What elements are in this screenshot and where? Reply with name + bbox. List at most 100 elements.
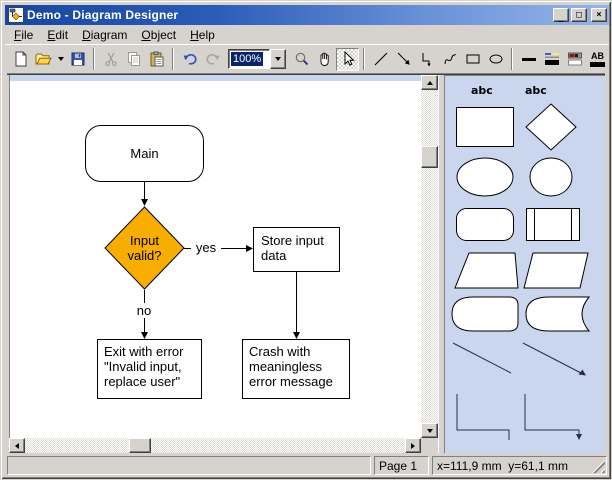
vertical-scroll-thumb[interactable] xyxy=(421,146,438,168)
ellipse-tool-button[interactable] xyxy=(484,48,507,71)
open-dropdown-button[interactable] xyxy=(55,48,66,71)
new-button[interactable] xyxy=(9,48,32,71)
font-button[interactable]: AB xyxy=(586,48,609,71)
zoom-input[interactable]: 100% xyxy=(228,49,270,69)
new-icon xyxy=(15,51,26,67)
toolbar-separator xyxy=(172,48,174,70)
flowchart-node-store[interactable]: Store input data xyxy=(253,227,340,272)
scrollbar-corner xyxy=(421,438,438,453)
open-folder-icon xyxy=(35,53,52,65)
save-icon xyxy=(71,52,84,66)
scroll-down-button[interactable] xyxy=(421,423,438,438)
zoom-dropdown-button[interactable] xyxy=(270,49,286,69)
resize-grip[interactable] xyxy=(592,460,605,473)
line-tool-button[interactable] xyxy=(369,48,392,71)
status-panel-coords: x=111,9 mm y=61,1 mm xyxy=(432,456,607,475)
node-label: Crash with meaningless error message xyxy=(249,344,333,389)
paste-button[interactable] xyxy=(145,48,168,71)
scroll-right-button[interactable] xyxy=(405,438,421,453)
drawing-canvas[interactable]: Main Input valid? yes no Store input dat… xyxy=(9,75,421,438)
pan-tool-button[interactable] xyxy=(313,48,336,71)
redo-button[interactable] xyxy=(201,48,224,71)
curve-tool-button[interactable] xyxy=(438,48,461,71)
palette-shape-diamond[interactable] xyxy=(525,103,577,151)
flowchart-node-decision[interactable]: Input valid? xyxy=(104,206,185,290)
font-icon: AB xyxy=(590,51,605,67)
palette-shape-parallelogram-right[interactable] xyxy=(523,252,589,289)
arrow-left-icon xyxy=(15,442,19,449)
vertical-scrollbar[interactable] xyxy=(421,75,438,438)
undo-button[interactable] xyxy=(178,48,201,71)
magnifier-icon xyxy=(295,52,308,66)
save-button[interactable] xyxy=(66,48,89,71)
menu-object[interactable]: Object xyxy=(141,27,177,42)
horizontal-scroll-thumb[interactable] xyxy=(129,438,151,453)
line-style-icon xyxy=(544,53,559,65)
palette-shape-rectangle[interactable] xyxy=(456,107,514,147)
palette-shape-terminator[interactable] xyxy=(451,296,519,332)
zoom-tool-button[interactable] xyxy=(290,48,313,71)
close-button[interactable]: × xyxy=(591,8,607,22)
open-button[interactable] xyxy=(32,48,55,71)
select-tool-button[interactable] xyxy=(336,47,359,71)
ellipse-icon xyxy=(489,54,502,64)
color-button[interactable] xyxy=(563,48,586,71)
arrow-line-tool-button[interactable] xyxy=(392,48,415,71)
window-title: Demo - Diagram Designer xyxy=(27,8,179,22)
status-bar: Page 1 x=111,9 mm y=61,1 mm xyxy=(5,454,609,477)
arrow-line-icon xyxy=(397,52,410,65)
node-label: Exit with error "Invalid input, replace … xyxy=(104,344,184,389)
copy-button[interactable] xyxy=(122,48,145,71)
page-margin-area xyxy=(10,75,421,81)
line-style-button[interactable] xyxy=(540,48,563,71)
elbow-connector-icon xyxy=(422,53,431,67)
divider xyxy=(7,73,605,75)
line-width-button[interactable] xyxy=(517,48,540,71)
title-bar[interactable]: Demo - Diagram Designer _ □ × xyxy=(5,5,609,25)
redo-icon xyxy=(205,54,219,65)
palette-shape-elbow-connector[interactable] xyxy=(451,392,515,442)
paste-icon xyxy=(150,51,163,67)
status-panel-page: Page 1 xyxy=(374,456,429,475)
line-width-icon xyxy=(521,58,536,61)
diamond-shape xyxy=(104,206,185,290)
palette-shape-circle[interactable] xyxy=(529,157,573,197)
status-panel-empty xyxy=(7,456,371,475)
minimize-button[interactable]: _ xyxy=(553,8,569,22)
palette-shape-predefined-process[interactable] xyxy=(526,208,580,241)
line-icon xyxy=(374,52,387,66)
menu-file[interactable]: File xyxy=(14,27,34,42)
panel-splitter[interactable] xyxy=(438,75,445,453)
palette-column-label: abc xyxy=(525,84,547,97)
edge-label-no: no xyxy=(129,303,159,318)
zoom-combo[interactable]: 100% xyxy=(228,49,286,69)
palette-shape-ellipse[interactable] xyxy=(456,157,514,197)
palette-shape-line[interactable] xyxy=(451,340,515,376)
menu-help[interactable]: Help xyxy=(190,27,215,42)
flowchart-node-main[interactable]: Main xyxy=(85,125,204,182)
rectangle-tool-button[interactable] xyxy=(461,48,484,71)
arrow-up-icon xyxy=(426,80,433,85)
menu-edit[interactable]: Edit xyxy=(47,27,69,42)
maximize-button[interactable]: □ xyxy=(571,8,587,22)
palette-shape-arrow-line[interactable] xyxy=(521,340,591,380)
flowchart-node-exit[interactable]: Exit with error "Invalid input, replace … xyxy=(97,339,202,399)
horizontal-scrollbar[interactable] xyxy=(9,438,421,453)
palette-shape-rounded-rectangle[interactable] xyxy=(456,208,514,241)
arrow-down-icon xyxy=(426,428,433,433)
node-label: Store input data xyxy=(261,233,324,263)
rectangle-icon xyxy=(466,54,479,64)
toolbar-separator xyxy=(363,48,365,70)
palette-shape-elbow-arrow-connector[interactable] xyxy=(521,392,589,442)
flowchart-node-crash[interactable]: Crash with meaningless error message xyxy=(242,339,350,399)
scroll-left-button[interactable] xyxy=(9,438,25,453)
elbow-connector-tool-button[interactable] xyxy=(415,48,438,71)
edge-label-yes: yes xyxy=(191,240,221,255)
scroll-up-button[interactable] xyxy=(421,75,438,90)
palette-shape-parallelogram-left[interactable] xyxy=(451,252,519,289)
palette-shape-stored-data[interactable] xyxy=(525,296,591,332)
chevron-down-icon xyxy=(57,57,64,61)
menu-diagram[interactable]: Diagram xyxy=(82,27,128,42)
cut-button[interactable] xyxy=(99,48,122,71)
